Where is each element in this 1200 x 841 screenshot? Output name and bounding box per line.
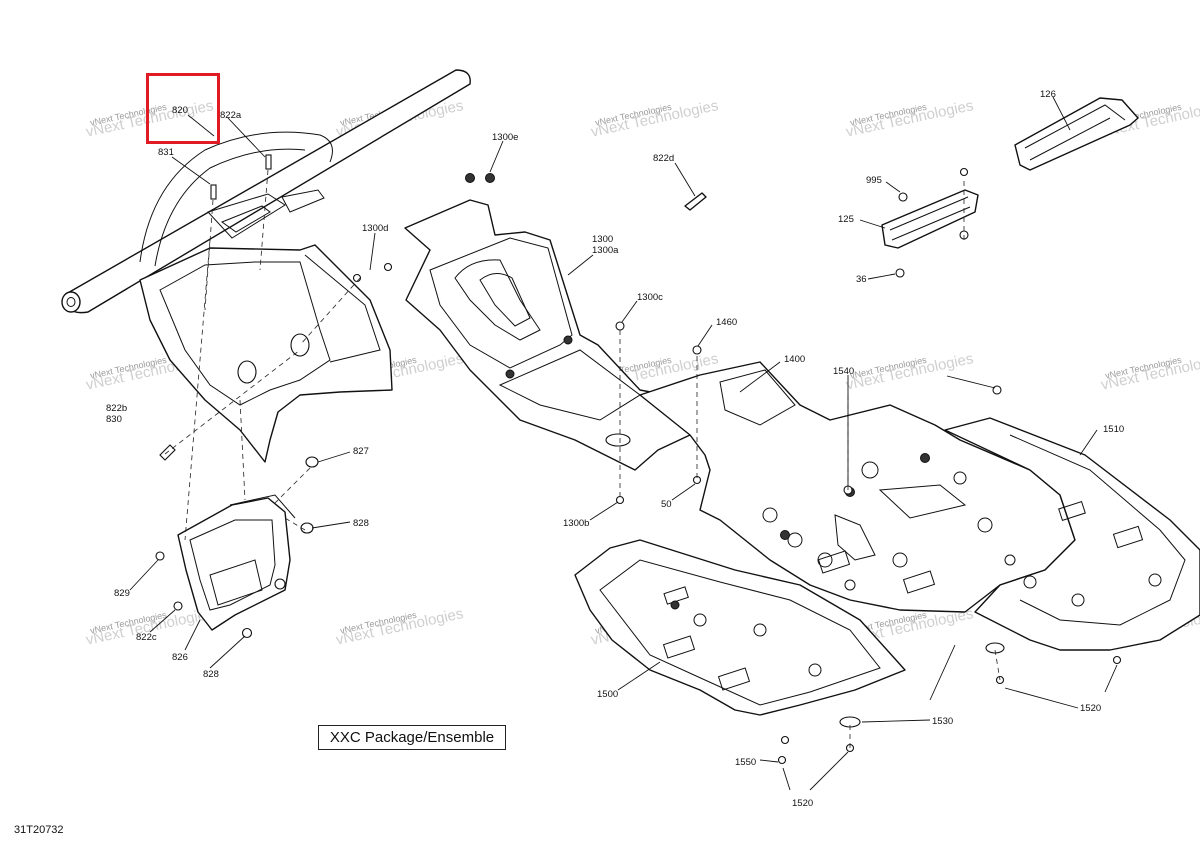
center-skid-plate[interactable]: [404, 199, 691, 471]
callout-822a[interactable]: 822a: [220, 110, 242, 121]
callout-820[interactable]: 820: [172, 105, 188, 116]
callout-labels: 820 822a 831 1300e 822d 126 995 125 36 1…: [106, 89, 1124, 809]
callout-822c[interactable]: 822c: [136, 632, 157, 643]
callout-1300a[interactable]: 1300a: [592, 245, 619, 256]
callout-822d[interactable]: 822d: [653, 153, 674, 164]
footpeg-126[interactable]: [1014, 97, 1139, 171]
left-side-plate[interactable]: [574, 539, 906, 716]
bracket-826[interactable]: [177, 494, 296, 631]
callout-1530[interactable]: 1530: [932, 716, 953, 727]
callout-1540[interactable]: 1540: [833, 366, 854, 377]
package-label: XXC Package/Ensemble: [318, 725, 506, 750]
callout-50[interactable]: 50: [661, 499, 672, 510]
callout-1300e[interactable]: 1300e: [492, 132, 518, 143]
callout-826[interactable]: 826: [172, 652, 188, 663]
callout-828[interactable]: 828: [203, 669, 219, 680]
callout-830[interactable]: 830: [106, 414, 122, 425]
callout-1300[interactable]: 1300: [592, 234, 613, 245]
callout-highlight-box: [146, 73, 220, 144]
right-side-plate[interactable]: [944, 417, 1200, 651]
callout-1300d[interactable]: 1300d: [362, 223, 388, 234]
callout-827[interactable]: 827: [353, 446, 369, 457]
callout-1500[interactable]: 1500: [597, 689, 618, 700]
callout-995[interactable]: 995: [866, 175, 882, 186]
fasteners: [155, 154, 1122, 765]
callout-1300c[interactable]: 1300c: [637, 292, 663, 303]
diagram-number: 31T20732: [14, 824, 64, 836]
callout-1520[interactable]: 1520: [1080, 703, 1101, 714]
front-bumper-assembly[interactable]: [61, 69, 471, 314]
callout-1520[interactable]: 1520: [792, 798, 813, 809]
callout-1400[interactable]: 1400: [784, 354, 805, 365]
callout-829[interactable]: 829: [114, 588, 130, 599]
callout-1300b[interactable]: 1300b: [563, 518, 589, 529]
callout-36[interactable]: 36: [856, 274, 867, 285]
callout-1460[interactable]: 1460: [716, 317, 737, 328]
leader-lines: [129, 96, 1118, 791]
bracket-822d[interactable]: [684, 192, 707, 211]
callout-126[interactable]: 126: [1040, 89, 1056, 100]
callout-1510[interactable]: 1510: [1103, 424, 1124, 435]
front-skid-plate[interactable]: [139, 244, 393, 463]
callout-822b[interactable]: 822b: [106, 403, 127, 414]
callout-125[interactable]: 125: [838, 214, 854, 225]
callout-831[interactable]: 831: [158, 147, 174, 158]
callout-828[interactable]: 828: [353, 518, 369, 529]
footpeg-125[interactable]: [881, 189, 979, 249]
callout-1550[interactable]: 1550: [735, 757, 756, 768]
